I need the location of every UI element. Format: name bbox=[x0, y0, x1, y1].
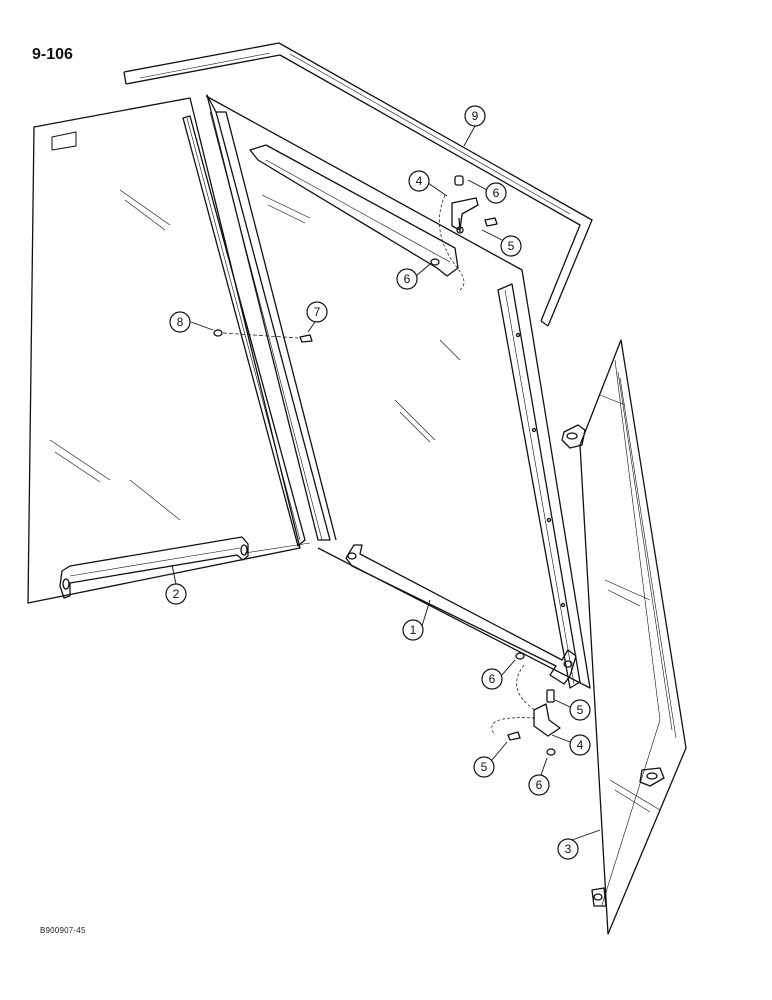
svg-text:9: 9 bbox=[472, 109, 479, 123]
svg-text:2: 2 bbox=[173, 587, 180, 601]
hardware-upper bbox=[430, 175, 498, 291]
callout-1: 1 bbox=[402, 619, 424, 641]
part-2-lower-bar bbox=[59, 536, 311, 599]
callout-9: 9 bbox=[464, 105, 486, 127]
callout-4-upper: 4 bbox=[408, 170, 430, 192]
page-number: 9-106 bbox=[32, 46, 73, 63]
svg-text:1: 1 bbox=[410, 623, 417, 637]
vertical-seal-strips bbox=[182, 94, 337, 547]
left-glass-panel bbox=[27, 97, 301, 604]
callout-5-lower-left: 5 bbox=[473, 756, 495, 778]
callout-4-lower: 4 bbox=[569, 734, 591, 756]
svg-text:5: 5 bbox=[481, 760, 488, 774]
svg-text:4: 4 bbox=[577, 738, 584, 752]
callout-2: 2 bbox=[165, 583, 187, 605]
svg-text:8: 8 bbox=[177, 315, 184, 329]
svg-text:6: 6 bbox=[536, 778, 543, 792]
svg-text:4: 4 bbox=[416, 174, 423, 188]
callout-7: 7 bbox=[306, 301, 328, 323]
hardware-mid bbox=[213, 329, 313, 343]
callout-6-bottom: 6 bbox=[528, 774, 550, 796]
center-right-rail bbox=[497, 283, 581, 689]
figure-id: B900907-45 bbox=[40, 926, 86, 935]
callout-5-lower-right: 5 bbox=[569, 699, 591, 721]
part-9-channel bbox=[123, 42, 593, 327]
part-3-right-glass bbox=[561, 339, 687, 935]
leader-lines bbox=[171, 125, 601, 846]
svg-text:5: 5 bbox=[577, 703, 584, 717]
svg-text:3: 3 bbox=[565, 842, 572, 856]
callout-6-upper-left: 6 bbox=[396, 268, 418, 290]
callout-5-upper: 5 bbox=[500, 235, 522, 257]
svg-text:6: 6 bbox=[493, 186, 500, 200]
hardware-lower bbox=[491, 652, 561, 756]
callout-6-top: 6 bbox=[485, 182, 507, 204]
callout-3: 3 bbox=[557, 838, 579, 860]
svg-text:6: 6 bbox=[404, 272, 411, 286]
svg-text:5: 5 bbox=[508, 239, 515, 253]
part-1-lower-bar bbox=[345, 544, 577, 685]
svg-text:6: 6 bbox=[489, 672, 496, 686]
callouts: 1 2 3 4 4 5 5 5 6 6 6 6 7 8 9 bbox=[165, 105, 591, 860]
svg-text:7: 7 bbox=[314, 305, 321, 319]
center-glass-panel bbox=[205, 95, 591, 689]
callout-8: 8 bbox=[169, 311, 191, 333]
callout-6-lower: 6 bbox=[481, 668, 503, 690]
